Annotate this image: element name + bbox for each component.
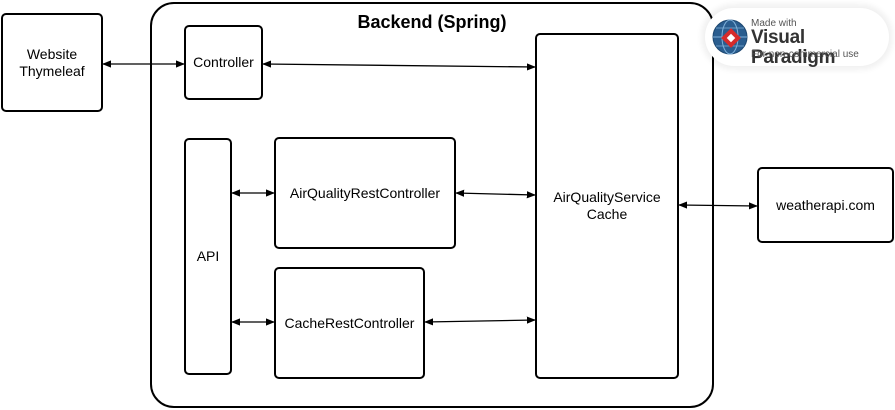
weather-api-node[interactable]: weatherapi.com [757, 167, 894, 243]
website-node[interactable]: Website Thymeleaf [1, 13, 103, 112]
edge-service-weather-api [678, 201, 758, 210]
edge-cache-rest-service [424, 316, 536, 326]
api-node[interactable]: API [184, 138, 232, 375]
controller-node[interactable]: Controller [184, 25, 263, 100]
cache-rest-controller-node[interactable]: CacheRestController [274, 267, 425, 379]
air-quality-rest-controller-node[interactable]: AirQualityRestController [274, 137, 456, 249]
edge-controller-service [262, 60, 536, 71]
edge-airquality-rest-service [455, 189, 536, 199]
watermark-made-with: Made with [751, 18, 797, 29]
watermark-brand: Visual Paradigm [751, 27, 836, 68]
air-quality-service-node[interactable]: AirQualityService Cache [535, 33, 679, 379]
visual-paradigm-logo-icon [712, 19, 748, 55]
watermark-badge: Made with Visual Paradigm For non-commer… [705, 8, 889, 68]
watermark-usage-note: For non-commercial use [751, 49, 859, 60]
backend-title: Backend (Spring) [357, 12, 507, 32]
